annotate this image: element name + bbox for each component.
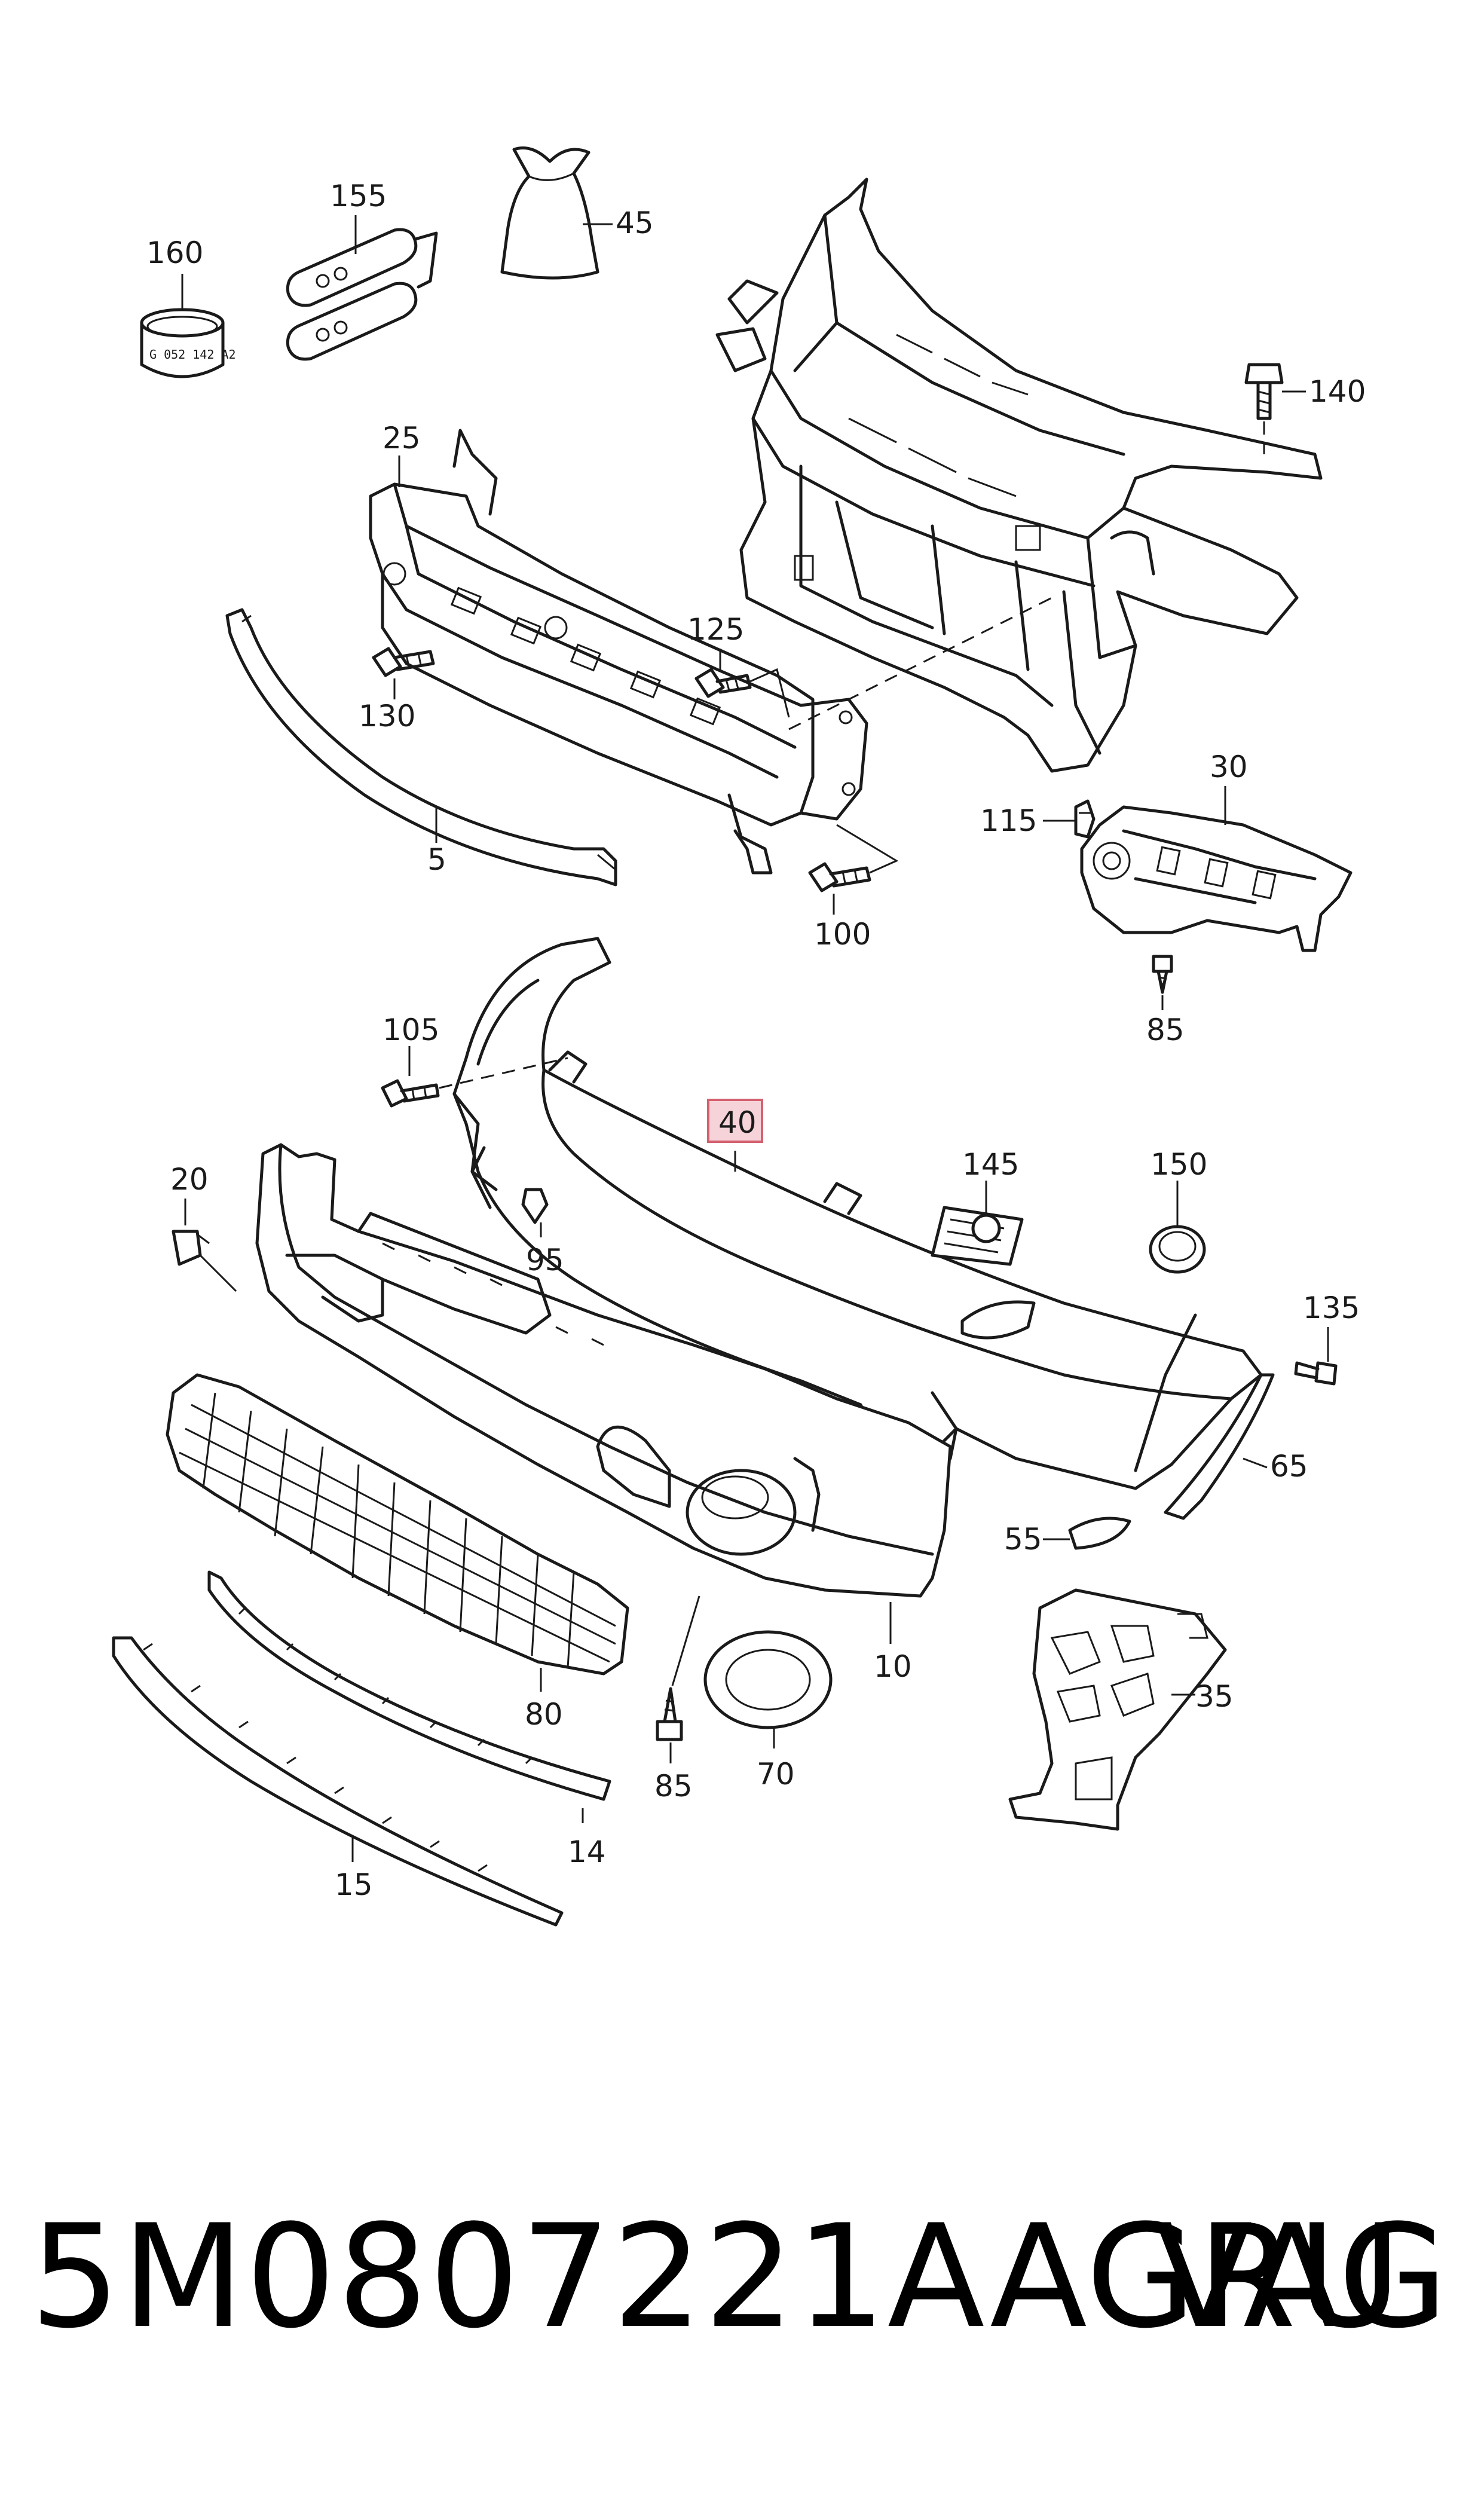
callout-10: 10 xyxy=(874,1649,912,1684)
part-55-cover xyxy=(1068,1517,1131,1550)
part-15-spoiler xyxy=(112,1636,564,1927)
part-lock-carrier xyxy=(715,178,1323,773)
callout-125: 125 xyxy=(687,612,744,647)
part-145-grille-piece xyxy=(931,1206,1024,1266)
callout-100: 100 xyxy=(814,917,871,952)
callout-155: 155 xyxy=(330,179,387,213)
part-35-bracket xyxy=(1008,1588,1227,1831)
callout-15: 15 xyxy=(335,1867,373,1902)
callout-80: 80 xyxy=(525,1697,563,1732)
callout-85-top: 85 xyxy=(1146,1013,1185,1047)
callout-105: 105 xyxy=(383,1013,439,1047)
part-150-cap xyxy=(1149,1225,1206,1274)
part-155-tubes xyxy=(286,228,438,361)
callout-40-highlight xyxy=(707,1099,763,1143)
part-130-bolt xyxy=(372,647,435,677)
brand-label: VAG xyxy=(1155,2194,1448,2360)
part-100-bolt xyxy=(808,862,871,892)
part-125-bolt xyxy=(694,668,752,698)
part-45-bag xyxy=(500,146,599,280)
part-number: 5M0807221AAGRU xyxy=(30,2194,1403,2360)
callout-150: 150 xyxy=(1151,1147,1207,1182)
callout-140: 140 xyxy=(1309,374,1366,409)
part-30-bracket xyxy=(1080,805,1353,952)
part-160-ring: G 052 142 A2 xyxy=(140,308,236,378)
callout-35: 35 xyxy=(1195,1679,1234,1714)
part-95-clip xyxy=(521,1188,549,1224)
callout-14: 14 xyxy=(568,1835,606,1869)
callout-55: 55 xyxy=(1004,1522,1042,1557)
part-10-bumper xyxy=(255,1143,952,1598)
callout-160: 160 xyxy=(146,236,203,270)
callout-95: 95 xyxy=(526,1243,564,1277)
callout-30: 30 xyxy=(1210,750,1248,784)
part-14-strip xyxy=(207,1570,611,1801)
part-85-screw-top xyxy=(1152,955,1173,994)
callout-145: 145 xyxy=(962,1147,1019,1182)
part-105-bolt xyxy=(381,1079,440,1108)
callout-40: 40 xyxy=(718,1105,757,1140)
part-135-screw xyxy=(1294,1361,1338,1386)
footer: 5M0807221AAGRU VAG xyxy=(0,2188,1484,2379)
callout-130: 130 xyxy=(359,699,415,733)
callout-5: 5 xyxy=(427,842,446,877)
callout-45: 45 xyxy=(616,206,654,240)
part-40-absorber xyxy=(452,937,1263,1490)
part-5-strip xyxy=(225,608,617,886)
callout-115: 115 xyxy=(980,803,1037,838)
callout-65: 65 xyxy=(1270,1449,1308,1484)
callout-85-bottom: 85 xyxy=(654,1769,693,1803)
part-80-grille xyxy=(166,1373,629,1676)
callout-25: 25 xyxy=(383,421,421,455)
part-65-trim xyxy=(1164,1373,1275,1520)
ring-stamp-text: G 052 142 A2 xyxy=(149,347,236,362)
part-25-carrier xyxy=(369,429,868,875)
callout-70: 70 xyxy=(757,1757,795,1792)
part-85-screw-bottom xyxy=(656,1595,700,1741)
callout-20: 20 xyxy=(170,1162,209,1197)
part-70-ring xyxy=(703,1630,833,1729)
part-115-clip xyxy=(1074,799,1096,839)
part-140-bolt xyxy=(1244,363,1284,420)
callout-135: 135 xyxy=(1303,1291,1360,1325)
